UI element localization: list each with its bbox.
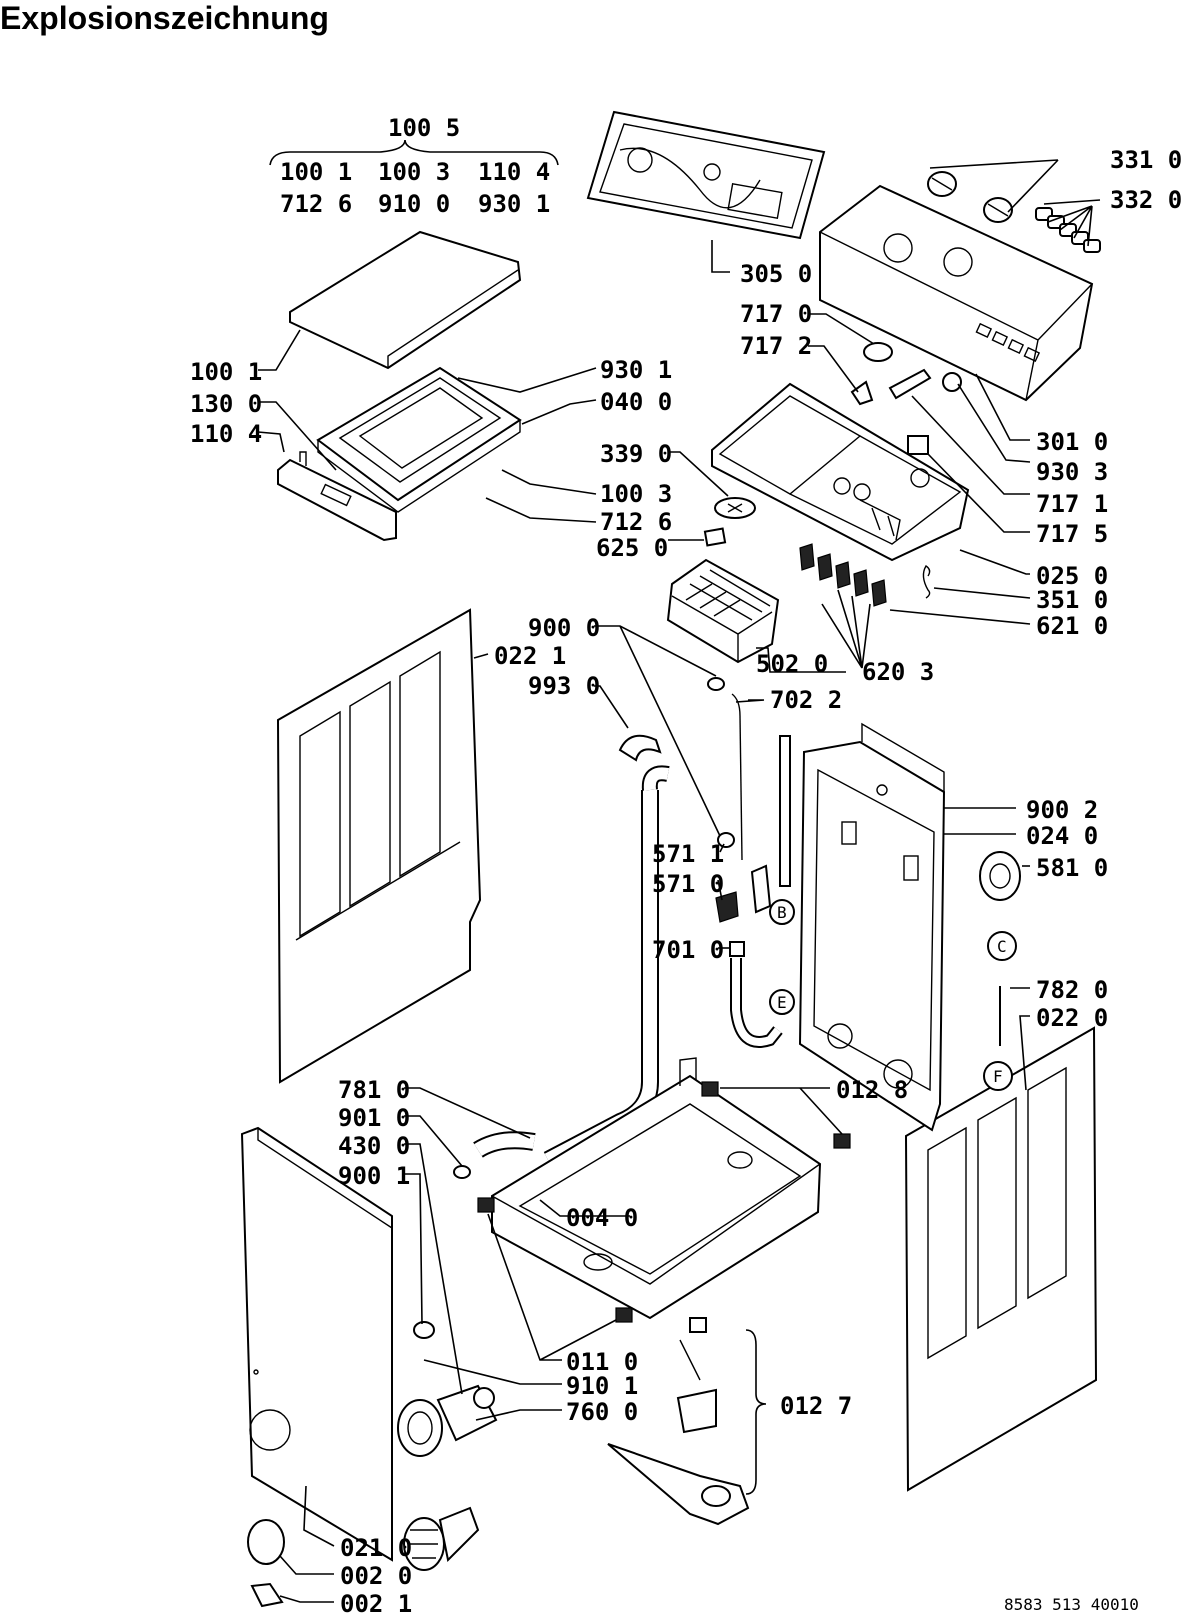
part-dispenser-tray	[711, 382, 970, 562]
part-side-panel-left	[276, 608, 482, 1084]
group-label-930-1: 930 1	[478, 190, 550, 218]
document-number: 8583 513 40010	[1004, 1595, 1139, 1614]
label-012-8: 012 8	[836, 1076, 908, 1104]
label-993-0: 993 0	[528, 672, 600, 700]
label-430-0: 430 0	[338, 1132, 410, 1160]
label-782-0: 782 0	[1036, 976, 1108, 1004]
group-label-910-0: 910 0	[378, 190, 450, 218]
part-labels: 331 0 332 0 305 0 717 0 717 2 301 0 930 …	[190, 146, 1181, 1617]
label-621-0: 621 0	[1036, 612, 1108, 640]
label-910-1: 910 1	[566, 1372, 638, 1400]
label-620-3: 620 3	[862, 658, 934, 686]
label-571-0: 571 0	[652, 870, 724, 898]
label-717-5: 717 5	[1036, 520, 1108, 548]
label-625-0: 625 0	[596, 534, 668, 562]
part-console	[819, 184, 1094, 402]
part-pulley	[979, 851, 1021, 901]
label-930-3: 930 3	[1036, 458, 1108, 486]
group-label-100-3: 100 3	[378, 158, 450, 186]
label-351-0: 351 0	[1036, 586, 1108, 614]
part-switches	[799, 543, 887, 607]
part-electronic-module	[666, 558, 780, 664]
svg-text:E: E	[777, 993, 787, 1012]
group-label-110-4: 110 4	[478, 158, 550, 186]
marker-circle-e	[769, 989, 795, 1015]
label-002-1: 002 1	[340, 1590, 412, 1617]
part-kit-012-7	[607, 1317, 750, 1526]
label-581-0: 581 0	[1036, 854, 1108, 882]
part-pump	[397, 1321, 498, 1457]
marker-circle-c	[987, 931, 1017, 961]
label-930-1: 930 1	[600, 356, 672, 384]
label-040-0: 040 0	[600, 388, 672, 416]
group-label-100-1: 100 1	[280, 158, 352, 186]
label-331-0: 331 0	[1110, 146, 1181, 174]
label-712-6: 712 6	[600, 508, 672, 536]
label-900-0: 900 0	[528, 614, 600, 642]
part-front-trim	[277, 451, 397, 542]
marker-circle-b	[769, 899, 795, 925]
label-021-0: 021 0	[340, 1534, 412, 1562]
label-024-0: 024 0	[1026, 822, 1098, 850]
part-base-frame	[491, 1057, 822, 1320]
label-100-1: 100 1	[190, 358, 262, 386]
label-571-1: 571 1	[652, 840, 724, 868]
leader-lines	[257, 159, 1101, 1603]
label-717-1: 717 1	[1036, 490, 1108, 518]
label-781-0: 781 0	[338, 1076, 410, 1104]
part-flap	[247, 1519, 285, 1608]
label-002-0: 002 0	[340, 1562, 412, 1590]
label-100-3: 100 3	[600, 480, 672, 508]
svg-text:F: F	[993, 1067, 1003, 1086]
label-011-0: 011 0	[566, 1348, 638, 1376]
label-760-0: 760 0	[566, 1398, 638, 1426]
label-022-0: 022 0	[1036, 1004, 1108, 1032]
label-130-0: 130 0	[190, 390, 262, 418]
part-clip	[922, 565, 931, 599]
circle-markers: B C E F	[769, 899, 1017, 1091]
label-900-2: 900 2	[1026, 796, 1098, 824]
part-small-controls	[850, 342, 962, 406]
group-label-100-5: 100 5	[388, 114, 460, 142]
part-knobs	[927, 171, 1013, 223]
part-selector-disc	[703, 497, 756, 547]
label-004-0: 004 0	[566, 1204, 638, 1232]
label-502-0: 502 0	[756, 650, 828, 678]
marker-circle-f	[983, 1061, 1013, 1091]
svg-text:C: C	[997, 937, 1007, 956]
part-rear-panel	[798, 722, 946, 1132]
part-top-lid	[289, 230, 522, 370]
part-control-panel-bezel	[586, 110, 826, 240]
label-025-0: 025 0	[1036, 562, 1108, 590]
label-717-2: 717 2	[740, 332, 812, 360]
label-305-0: 305 0	[740, 260, 812, 288]
part-top-frame	[316, 366, 522, 513]
label-110-4: 110 4	[190, 420, 262, 448]
label-012-7: 012 7	[780, 1392, 852, 1420]
label-717-0: 717 0	[740, 300, 812, 328]
label-332-0: 332 0	[1110, 186, 1181, 214]
part-front-panel	[240, 1126, 393, 1562]
group-label-712-6: 712 6	[280, 190, 352, 218]
part-side-panel-right	[904, 1026, 1098, 1492]
group-bracket-100-5: 100 5 100 1 100 3 110 4 712 6 910 0 930 …	[269, 114, 559, 218]
label-900-1: 900 1	[338, 1162, 410, 1190]
label-022-1: 022 1	[494, 642, 566, 670]
label-301-0: 301 0	[1036, 428, 1108, 456]
part-damper-rod	[779, 735, 791, 887]
label-702-2: 702 2	[770, 686, 842, 714]
part-feet	[477, 1081, 851, 1323]
part-filter	[403, 1506, 480, 1571]
label-901-0: 901 0	[338, 1104, 410, 1132]
label-701-0: 701 0	[652, 936, 724, 964]
label-339-0: 339 0	[600, 440, 672, 468]
part-drain-hose	[453, 1131, 536, 1179]
page-title: Explosionszeichnung	[0, 0, 329, 36]
svg-text:B: B	[777, 903, 787, 922]
